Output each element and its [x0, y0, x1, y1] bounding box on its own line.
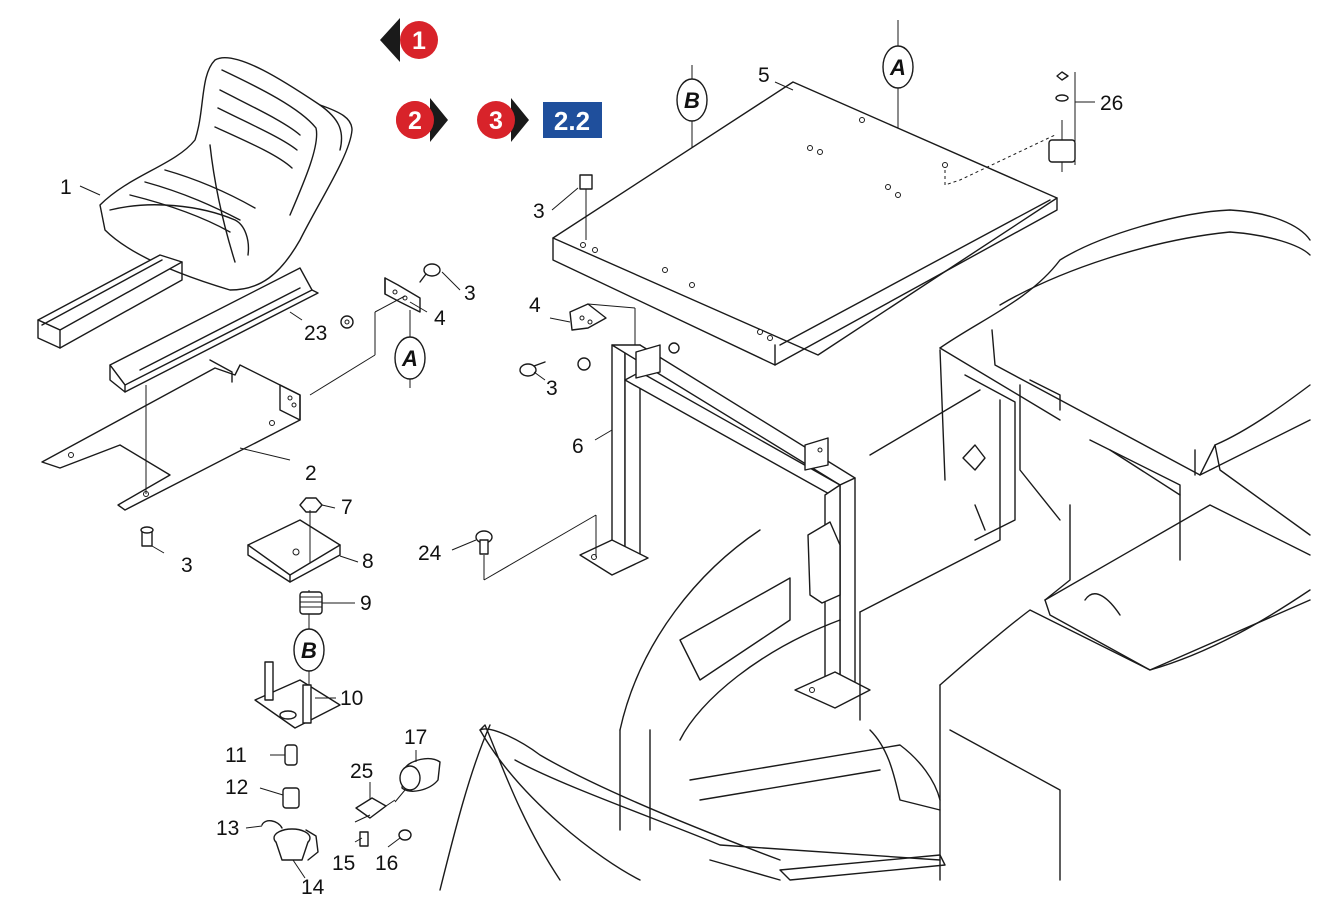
callout-23: 23 — [304, 322, 327, 345]
svg-text:A: A — [889, 55, 906, 80]
badge-1-label: 1 — [412, 27, 426, 55]
section-badge-label: 2.2 — [554, 106, 590, 136]
svg-text:B: B — [301, 638, 317, 663]
svg-text:B: B — [684, 88, 700, 113]
ref-marker-b-left: B — [293, 590, 325, 690]
part-nut-right — [668, 342, 680, 354]
part-switch-25 — [355, 797, 396, 819]
callout-13: 13 — [216, 817, 239, 840]
part-pin-11 — [284, 744, 298, 766]
part-top-plate — [552, 81, 1058, 366]
callout-6: 6 — [572, 435, 584, 458]
ref-marker-a-left: A — [394, 310, 426, 388]
part-nut-7 — [299, 497, 323, 513]
callout-12: 12 — [225, 776, 248, 799]
callout-3: 3 — [464, 282, 476, 305]
callout-16: 16 — [375, 852, 398, 875]
badge-3-label: 3 — [489, 107, 503, 135]
callout-11: 11 — [225, 744, 247, 767]
callout-25: 25 — [350, 760, 373, 783]
callout-3: 3 — [546, 377, 558, 400]
badge-2-label: 2 — [408, 107, 422, 135]
part-bolt-right — [519, 357, 591, 377]
callout-1: 1 — [60, 176, 72, 199]
part-cover-17 — [399, 758, 441, 792]
part-clip-13 — [261, 820, 283, 829]
section-badge[interactable]: 2.2 — [543, 102, 602, 138]
callout-15: 15 — [332, 852, 355, 875]
callout-5: 5 — [758, 64, 770, 87]
callout-3: 3 — [181, 554, 193, 577]
callout-26: 26 — [1100, 92, 1123, 115]
part-bolt-bottom — [140, 526, 154, 547]
part-bolt-top — [579, 174, 593, 240]
part-frame-6 — [483, 344, 871, 709]
badge-2[interactable]: 2 — [396, 98, 448, 142]
part-seat-plate — [41, 359, 301, 511]
callout-4: 4 — [434, 307, 446, 330]
callout-14: 14 — [301, 876, 325, 899]
part-base-10 — [254, 661, 341, 729]
part-damper-26 — [1048, 71, 1076, 172]
callout-9: 9 — [360, 592, 372, 615]
part-bolt-left-upper — [419, 263, 441, 283]
part-nut-left — [340, 315, 354, 329]
callout-4: 4 — [529, 294, 541, 317]
part-screw-16 — [398, 829, 412, 841]
callout-10: 10 — [340, 687, 363, 710]
part-spring-9 — [299, 591, 323, 615]
badge-1[interactable]: 1 — [380, 18, 438, 62]
part-rails — [37, 254, 319, 393]
callout-7: 7 — [341, 496, 353, 519]
leader-lines — [79, 72, 1095, 879]
svg-text:A: A — [401, 346, 418, 371]
callout-3: 3 — [533, 200, 545, 223]
part-bracket-8 — [247, 510, 341, 583]
callout-17: 17 — [404, 726, 427, 749]
part-bracket-left — [309, 277, 421, 396]
callout-8: 8 — [362, 550, 374, 573]
callout-24: 24 — [418, 542, 442, 565]
part-mount-14 — [273, 828, 319, 861]
vehicle-body — [439, 209, 1311, 891]
part-bracket-right — [569, 303, 636, 345]
callout-2: 2 — [305, 462, 317, 485]
part-sleeve-12 — [282, 787, 300, 809]
part-screw-24 — [475, 530, 493, 555]
badge-3[interactable]: 3 — [477, 98, 529, 142]
part-seat — [99, 57, 353, 291]
callout-labels: 1 2 3 3 3 3 4 4 5 6 7 8 9 10 11 12 13 14… — [60, 64, 1123, 899]
